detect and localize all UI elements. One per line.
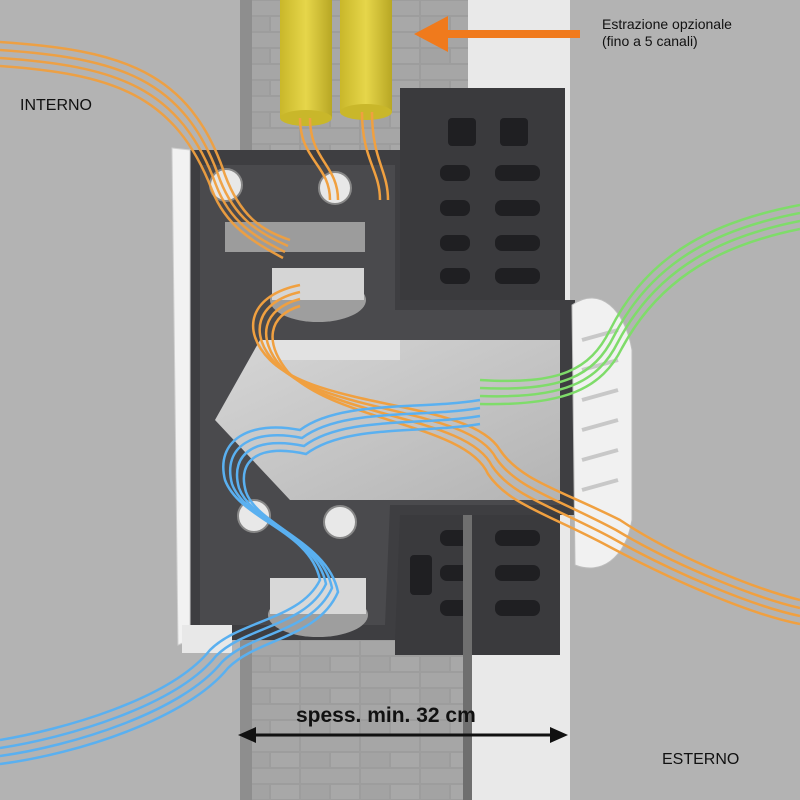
- indoor-front-panel: [171, 147, 191, 646]
- eps-housing-upper: [400, 88, 565, 300]
- optional-extraction-line2: (fino a 5 canali): [602, 33, 698, 49]
- optional-extraction-label: Estrazione opzionale (fino a 5 canali): [602, 16, 732, 50]
- flow-exhaust-through-core: [252, 283, 800, 626]
- wall-thickness-label: spess. min. 32 cm: [296, 704, 476, 727]
- flow-exhaust-indoor: [0, 40, 291, 260]
- eps-slots: [410, 118, 540, 616]
- optional-extraction-ducts: [280, 0, 392, 126]
- flow-extraction-ducts: [298, 111, 390, 201]
- flow-supply-indoor: [0, 398, 481, 766]
- extraction-arrow-icon: [414, 16, 580, 52]
- outdoor-grille: [571, 297, 633, 569]
- exterior-label: ESTERNO: [662, 751, 740, 768]
- condensate-drain-pipe: [463, 505, 472, 800]
- eps-housing-lower: [395, 515, 560, 655]
- interior-label: INTERNO: [20, 97, 92, 114]
- flow-fresh-outdoor: [479, 203, 800, 406]
- thickness-dimension-arrow: [238, 727, 568, 743]
- optional-extraction-line1: Estrazione opzionale: [602, 16, 732, 32]
- heat-exchanger-core-top: [260, 340, 400, 360]
